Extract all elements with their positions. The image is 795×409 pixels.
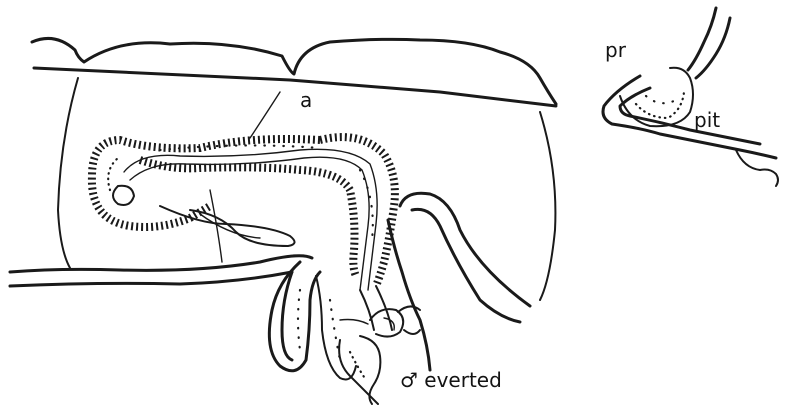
label-pr: pr [605,40,626,60]
outer-loop [388,193,530,370]
inset-pit-structure [603,8,778,186]
label-a: a [300,90,312,110]
lower-duct [269,262,392,380]
label-pit: pit [694,110,720,130]
label-everted: ♂ everted [400,370,502,390]
glandular-tube [92,137,395,290]
